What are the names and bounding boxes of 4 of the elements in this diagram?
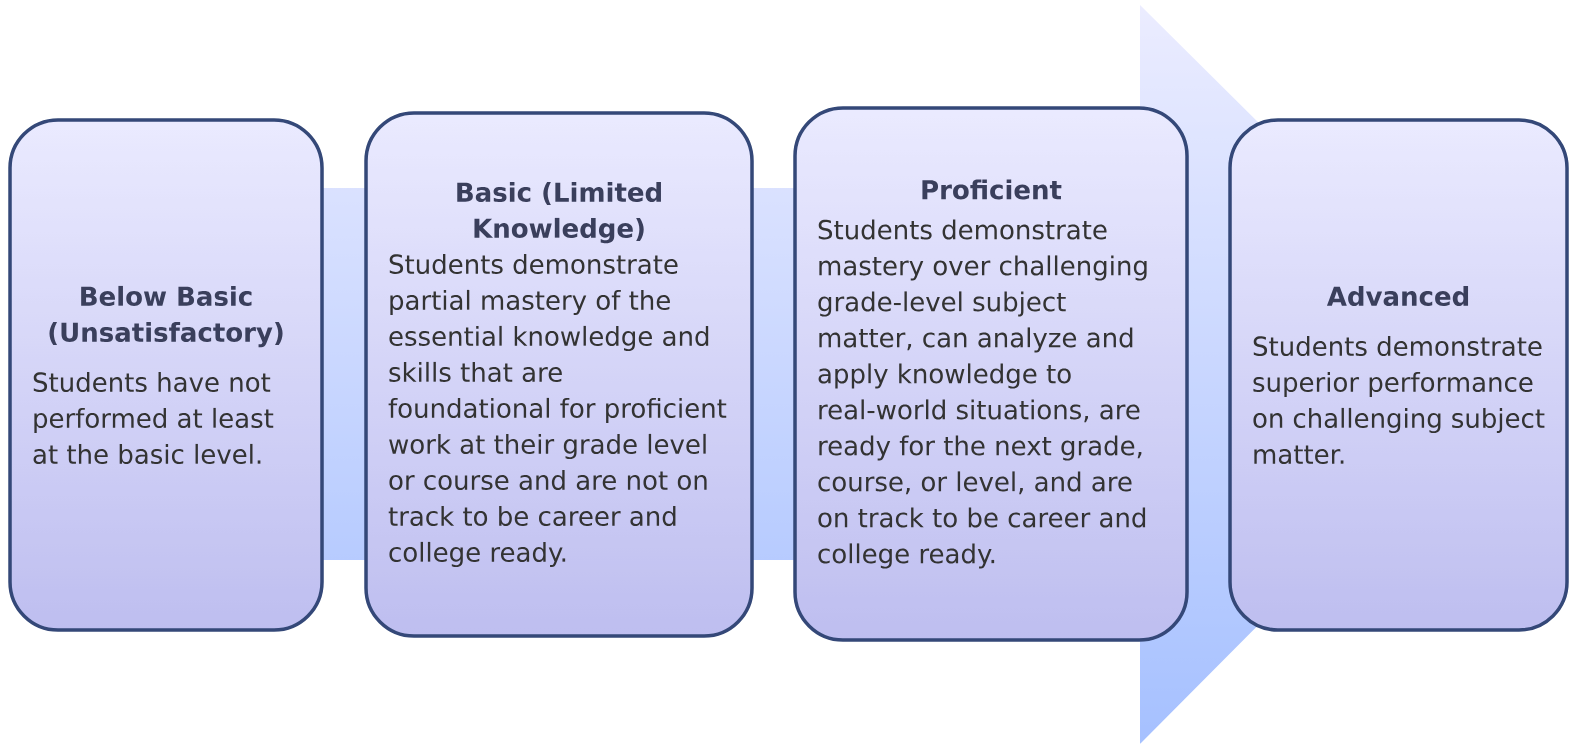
level-box: Advanced Students demonstrate superior performance on challenging subject matter.: [1228, 118, 1569, 632]
level-box: Basic (Limited Knowledge) Students demonstrate partial mastery of the essential knowledge and skills that are foundational for proficient work at their grade level or course and are not on track to be career and college ready.: [364, 111, 754, 638]
level-box: Proficient Students demonstrate mastery over challenging grade-level subject matter, can analyze and apply knowledge to real-world situations, are ready for the next grade, course, or level, and are on track to be career and college ready.: [793, 106, 1189, 642]
level-box: Below Basic (Unsatisfactory) Students have not performed at least at the basic level.: [8, 118, 324, 632]
